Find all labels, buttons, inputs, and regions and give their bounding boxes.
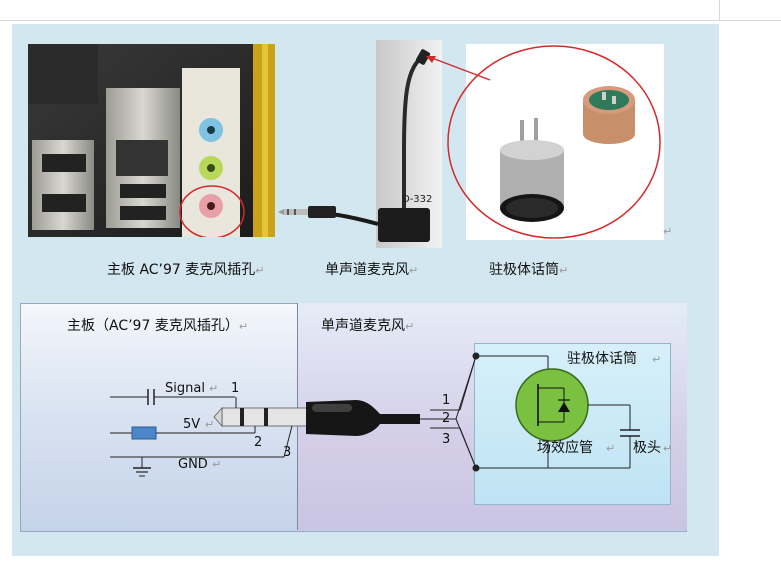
paragraph-mark: ↵ <box>405 320 415 333</box>
schematic-left-title: 主板（AC’97 麦克风插孔）↵ <box>67 318 249 334</box>
page-edge-top <box>0 20 781 21</box>
electret-title: 驻极体话筒 <box>567 350 637 367</box>
gnd-label: GND <box>178 457 208 472</box>
paragraph-mark: ↵ <box>205 418 214 431</box>
page-edge-right <box>719 0 720 21</box>
motherboard-photo <box>28 44 275 237</box>
plate-label: 极头 <box>633 440 661 456</box>
paragraph-mark: ↵ <box>663 225 673 238</box>
pointer-arrow <box>426 56 491 81</box>
paragraph-mark: ↵ <box>238 320 249 333</box>
paragraph-mark: ↵ <box>409 264 419 277</box>
microphone-photo: D-332 <box>278 40 444 248</box>
paragraph-mark: ↵ <box>209 382 218 395</box>
paragraph-mark: ↵ <box>652 353 661 366</box>
paragraph-mark: ↵ <box>663 442 672 455</box>
motherboard-caption: 主板 AC’97 麦克风插孔↵ <box>107 262 265 278</box>
pin2-label-right: 2 <box>442 411 450 426</box>
schematic-right-title: 单声道麦克风↵ <box>321 318 415 334</box>
electret-photo <box>444 38 666 240</box>
pin3-label-right: 3 <box>442 432 450 447</box>
fet-symbol <box>515 368 589 442</box>
microphone-caption: 单声道麦克风↵ <box>325 262 419 278</box>
paragraph-mark: ↵ <box>606 442 615 455</box>
pin2-label-left: 2 <box>254 435 262 450</box>
electret-caption: 驻极体话筒↵ <box>489 262 569 278</box>
paragraph-mark: ↵ <box>255 264 265 277</box>
pin1-label-left: 1 <box>231 381 239 396</box>
pin3-label-left: 3 <box>283 445 291 460</box>
audio-plug <box>213 400 420 436</box>
signal-label: Signal <box>165 381 205 396</box>
bias-resistor <box>131 426 157 440</box>
pin1-label-right: 1 <box>442 393 450 408</box>
fet-label: 场效应管 <box>537 439 593 456</box>
paragraph-mark: ↵ <box>559 264 569 277</box>
paragraph-mark: ↵ <box>212 458 221 471</box>
mic-model-label: D-332 <box>402 194 432 205</box>
vcc-label: 5V <box>183 417 200 432</box>
